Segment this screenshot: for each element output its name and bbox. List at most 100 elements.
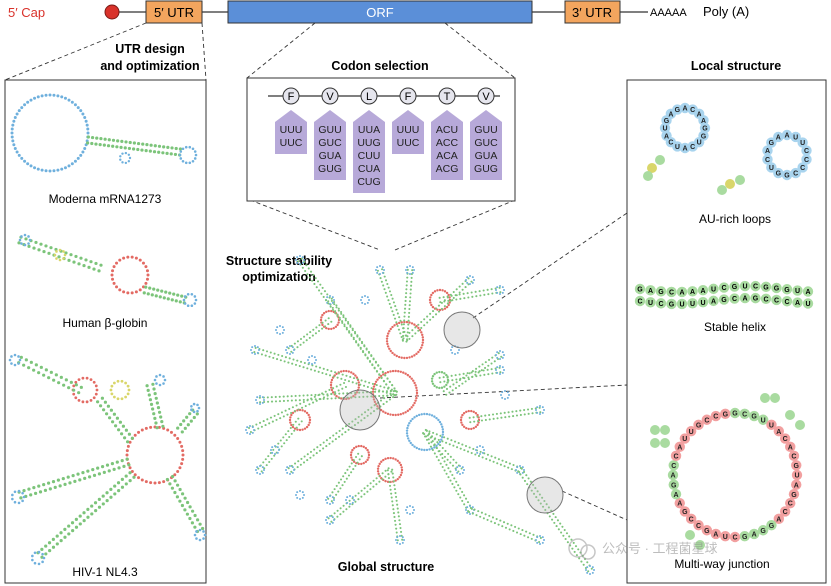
- nucleotide-dot: [160, 420, 164, 424]
- nucleotide-dot: [457, 442, 460, 445]
- nucleotide-dot: [349, 495, 351, 497]
- nucleotide-dot: [155, 426, 159, 430]
- junction-loop: [445, 305, 449, 309]
- nucleotide-dot: [376, 271, 379, 274]
- helix-nucleotide: [792, 285, 803, 296]
- junction-loop: [448, 301, 451, 304]
- nucleotide-dot: [156, 406, 161, 410]
- nucleotide-dot: [181, 457, 185, 461]
- nucleotide-dot: [303, 361, 306, 365]
- nucleotide-dot: [504, 398, 506, 400]
- nucleotide-dot: [441, 440, 444, 443]
- nucleotide-dot: [265, 350, 269, 353]
- nucleotide-dot: [443, 455, 446, 458]
- nucleotide-dot: [190, 404, 193, 408]
- moderna-loop: [76, 106, 80, 110]
- junction-loop: [415, 389, 419, 392]
- nucleotide-dot: [561, 525, 564, 528]
- codon-label: GUG: [318, 163, 342, 175]
- nucleotide-dot: [294, 394, 297, 398]
- nucleotide-dot: [396, 503, 399, 506]
- nucleotide-dot: [331, 296, 334, 299]
- nucleotide-dot: [449, 455, 452, 458]
- nucleotide-dot: [295, 404, 298, 407]
- nucleotide-dot: [193, 533, 197, 537]
- helix-nucleotide: [697, 297, 709, 308]
- nucleotide-dot: [118, 258, 122, 262]
- nucleotide-dot: [344, 385, 347, 389]
- moderna-loop: [10, 127, 14, 131]
- nucleotide-dot: [454, 374, 457, 377]
- junction-loop: [320, 316, 323, 319]
- nucleotide-dot: [154, 294, 158, 298]
- nucleotide-dot: [461, 382, 464, 385]
- nucleotide-dot: [357, 452, 360, 455]
- nucleotide-dot: [352, 338, 355, 341]
- nucleotide-dot: [491, 372, 494, 375]
- junction-loop: [440, 423, 443, 426]
- nucleotide-dot: [54, 373, 58, 377]
- junction-loop: [406, 437, 410, 440]
- nucleotide-dot: [344, 425, 348, 428]
- nucleotide-dot: [443, 380, 446, 383]
- nucleotide-dot: [469, 506, 472, 510]
- nucleotide-dot: [70, 521, 75, 525]
- moderna-loop: [86, 131, 90, 135]
- nucleotide-dot: [124, 395, 128, 399]
- nucleotide-dot: [385, 390, 388, 393]
- nucleotide-dot: [338, 397, 341, 400]
- amino-acid-label: V: [326, 91, 334, 103]
- nucleotide-dot: [466, 372, 469, 375]
- nucleotide-dot: [249, 433, 251, 435]
- nucleotide-dot: [348, 505, 351, 508]
- nucleotide-dot: [44, 368, 48, 372]
- helix-nucleotide: [676, 298, 688, 310]
- nucleotide-dot: [296, 466, 299, 469]
- junction-loop: [428, 298, 432, 302]
- junction-nucleotide: [766, 419, 777, 431]
- nucleotide-dot: [364, 411, 367, 414]
- nucleotide-dot: [180, 492, 185, 496]
- nucleotide-dot: [278, 395, 281, 398]
- nucleotide-dot: [282, 399, 285, 403]
- nucleotide-dot: [539, 413, 541, 415]
- helix-nucleotide: [771, 282, 782, 294]
- nucleotide-letter: A: [682, 106, 687, 113]
- polya-sequence: AAAAA: [650, 7, 687, 19]
- nucleotide-dot: [183, 496, 187, 500]
- nucleotide-letter: A: [697, 111, 702, 118]
- junction-loop: [374, 380, 378, 384]
- moderna-loop: [36, 95, 40, 99]
- nucleotide-dot: [325, 439, 328, 442]
- nucleotide-dot: [370, 395, 373, 398]
- nucleotide-dot: [351, 496, 354, 499]
- nucleotide-dot: [462, 292, 465, 295]
- junction-loop: [420, 448, 423, 451]
- nucleotide-dot: [333, 512, 336, 515]
- junction-loop: [384, 479, 387, 483]
- junction-nucleotide: [785, 441, 796, 453]
- junction-stem-nucleotide: [660, 425, 670, 435]
- nucleotide-dot: [315, 452, 318, 455]
- nucleotide-dot: [523, 470, 526, 474]
- nucleotide-dot: [149, 425, 153, 429]
- nucleotide-dot: [407, 315, 410, 318]
- nucleotide-dot: [151, 382, 155, 386]
- nucleotide-dot: [330, 370, 333, 373]
- nucleotide-dot: [468, 446, 471, 449]
- nucleotide-dot: [170, 486, 175, 490]
- nucleotide-dot: [302, 401, 305, 404]
- nucleotide-dot: [459, 447, 462, 450]
- nucleotide-dot: [89, 378, 93, 382]
- nucleotide-dot: [154, 396, 158, 400]
- nucleotide-dot: [106, 144, 111, 148]
- nucleotide-dot: [364, 380, 367, 383]
- nucleotide-dot: [305, 264, 308, 267]
- junction-stem-nucleotide: [785, 410, 795, 420]
- nucleotide-dot: [434, 307, 438, 310]
- nucleotide-dot: [127, 388, 131, 392]
- nucleotide-dot: [484, 414, 487, 417]
- nucleotide-dot: [134, 256, 138, 260]
- nucleotide-dot: [475, 375, 478, 378]
- junction-stem-nucleotide: [660, 438, 670, 448]
